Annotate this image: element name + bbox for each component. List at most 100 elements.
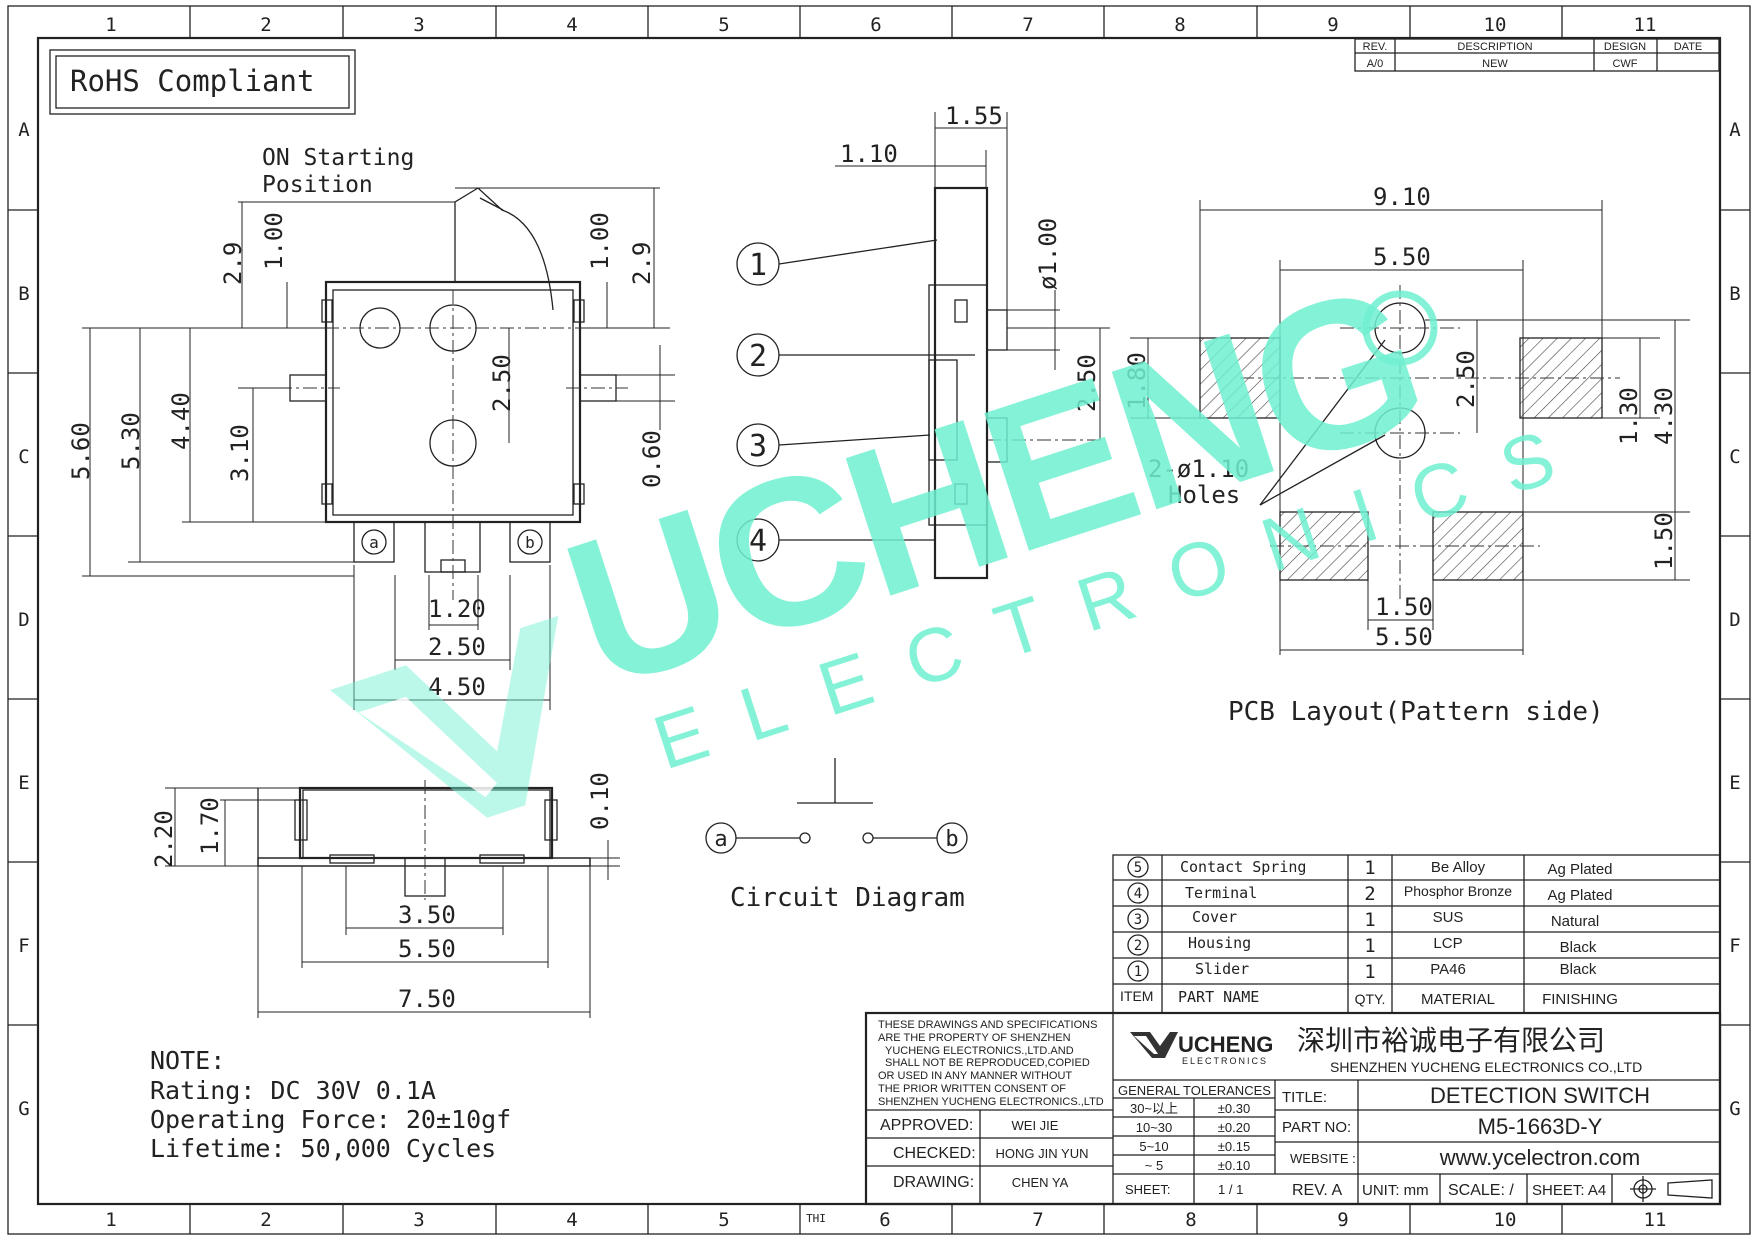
company-name-cn: 深圳市裕诚电子有限公司 xyxy=(1297,1025,1605,1056)
note-rating: Rating: DC 30V 0.1A xyxy=(150,1076,436,1105)
description-header: DESCRIPTION xyxy=(1457,41,1532,53)
circuit-caption: Circuit Diagram xyxy=(730,883,965,913)
dim-7-50: 7.50 xyxy=(398,985,456,1013)
callout-1: 1 xyxy=(749,248,767,283)
col-label: 8 xyxy=(1174,14,1185,36)
col-label: 7 xyxy=(1022,14,1033,36)
dim-bottom-5-50: 5.50 xyxy=(398,935,456,963)
tolerance-value: ±0.20 xyxy=(1218,1120,1250,1135)
disclaimer-line: SHALL NOT BE REPRODUCED,COPIED xyxy=(885,1057,1090,1069)
rev-field: REV. A xyxy=(1292,1182,1342,1199)
terminal-a-label: a xyxy=(369,533,379,552)
bom-qty: 1 xyxy=(1364,909,1375,931)
dim-5-30: 5.30 xyxy=(117,412,145,470)
company-name-en: SHENZHEN YUCHENG ELECTRONICS CO.,LTD xyxy=(1330,1059,1642,1075)
bom-header-part: PART NAME xyxy=(1178,988,1259,1006)
row-label: B xyxy=(1729,283,1740,305)
dim-1-50-right: 1.50 xyxy=(1650,512,1678,570)
bom-part: Slider xyxy=(1195,960,1249,978)
part-number: M5-1663D-Y xyxy=(1478,1114,1603,1139)
approved-label: APPROVED: xyxy=(880,1117,973,1134)
row-label: B xyxy=(18,283,29,305)
holes-label-1: 2-ø1.10 xyxy=(1148,455,1249,483)
col-label: 9 xyxy=(1337,1209,1348,1231)
dim-4-50: 4.50 xyxy=(428,673,486,701)
col-label: 8 xyxy=(1185,1209,1196,1231)
rohs-label: RoHS Compliant xyxy=(70,64,314,98)
row-label: A xyxy=(1729,119,1741,141)
col-label: 5 xyxy=(718,14,729,36)
callout-4: 4 xyxy=(749,524,767,559)
checked-name: HONG JIN YUN xyxy=(996,1146,1089,1161)
row-label: G xyxy=(1729,1098,1740,1120)
bom-header-qty: QTY. xyxy=(1355,991,1386,1007)
col-label: 10 xyxy=(1494,1209,1517,1231)
col-label: 4 xyxy=(566,1209,577,1231)
disclaimer-line: SHENZHEN YUCHENG ELECTRONICS.,LTD xyxy=(878,1096,1104,1108)
dim-3-50: 3.50 xyxy=(398,901,456,929)
dim-5-50-top: 5.50 xyxy=(1373,243,1431,271)
dim-4-40: 4.40 xyxy=(167,392,195,450)
note-operating-force: Operating Force: 20±10gf xyxy=(150,1105,511,1134)
dim-pcb-2-50: 2.50 xyxy=(1452,350,1480,408)
unit-field: UNIT: mm xyxy=(1362,1182,1429,1199)
disclaimer-line: THESE DRAWINGS AND SPECIFICATIONS xyxy=(878,1019,1097,1031)
drawing-title: DETECTION SWITCH xyxy=(1430,1083,1650,1108)
dim-1-20: 1.20 xyxy=(428,595,486,623)
row-label: F xyxy=(18,935,29,957)
dim-1-30: 1.30 xyxy=(1615,387,1643,445)
bom-finish: Black xyxy=(1560,961,1597,978)
dim-5-60: 5.60 xyxy=(67,422,95,480)
border-note: THI xyxy=(806,1212,826,1225)
bom-part: Cover xyxy=(1192,908,1237,926)
pcb-layout: 9.10 5.50 1.80 2.50 1.30 4.30 1.50 1.50 … xyxy=(1123,183,1690,727)
row-label: F xyxy=(1729,935,1740,957)
checked-label: CHECKED: xyxy=(893,1145,976,1162)
tolerance-range: 5~10 xyxy=(1139,1139,1168,1154)
dim-5-50-bottom: 5.50 xyxy=(1375,623,1433,651)
col-label: 11 xyxy=(1634,14,1657,36)
circuit-diagram: a b Circuit Diagram xyxy=(705,758,968,913)
row-label: A xyxy=(18,119,30,141)
bom-material: Be Alloy xyxy=(1431,859,1486,876)
col-label: 2 xyxy=(260,1209,271,1231)
description-value: NEW xyxy=(1482,58,1508,70)
bom-material: PA46 xyxy=(1430,961,1466,978)
col-label: 1 xyxy=(105,1209,116,1231)
col-label: 6 xyxy=(870,14,881,36)
dim-2-9-left: 2.9 xyxy=(219,242,247,285)
note-title: NOTE: xyxy=(150,1046,225,1075)
col-label: 2 xyxy=(260,14,271,36)
dim-2-9-right: 2.9 xyxy=(628,242,656,285)
logo-main: UCHENG xyxy=(1178,1032,1273,1057)
row-label: C xyxy=(1729,446,1740,468)
part-no-label: PART NO: xyxy=(1282,1119,1351,1136)
watermark: UCHENG ELECTRONICS xyxy=(330,239,1603,818)
col-label: 3 xyxy=(413,1209,424,1231)
callout-3: 3 xyxy=(749,429,767,464)
bom-header-material: MATERIAL xyxy=(1421,991,1495,1008)
sheet-size-field: SHEET: A4 xyxy=(1532,1182,1606,1199)
logo-sub: ELECTRONICS xyxy=(1182,1056,1268,1066)
circuit-terminal-a: a xyxy=(714,827,727,852)
revision-table: REV. DESCRIPTION DESIGN DATE A/0 NEW CWF xyxy=(1354,38,1720,72)
dim-1-55: 1.55 xyxy=(945,102,1003,130)
row-label: D xyxy=(1729,609,1740,631)
holes-label-2: Holes xyxy=(1168,481,1240,509)
bom-header-item: ITEM xyxy=(1120,988,1153,1004)
bom-item: 1 xyxy=(1134,964,1142,980)
callout-2: 2 xyxy=(749,339,767,374)
tolerance-value: ±0.15 xyxy=(1218,1139,1250,1154)
bom-table: 5 Contact Spring 1 Be Alloy Ag Plated 4 … xyxy=(1112,854,1721,1014)
bom-qty: 1 xyxy=(1364,961,1375,983)
bom-finish: Black xyxy=(1560,939,1597,956)
bom-qty: 1 xyxy=(1364,857,1375,879)
row-label: C xyxy=(18,446,29,468)
sheet-value: 1 / 1 xyxy=(1218,1182,1243,1197)
design-value: CWF xyxy=(1612,58,1637,70)
disclaimer-line: THE PRIOR WRITTEN CONSENT OF xyxy=(878,1083,1066,1095)
company-logo: UCHENG ELECTRONICS 深圳市裕诚电子有限公司 SHENZHEN … xyxy=(1130,1025,1642,1075)
dim-1-00-right: 1.00 xyxy=(586,212,614,270)
title-block: THESE DRAWINGS AND SPECIFICATIONS ARE TH… xyxy=(864,1011,1722,1206)
bom-qty: 1 xyxy=(1364,935,1375,957)
